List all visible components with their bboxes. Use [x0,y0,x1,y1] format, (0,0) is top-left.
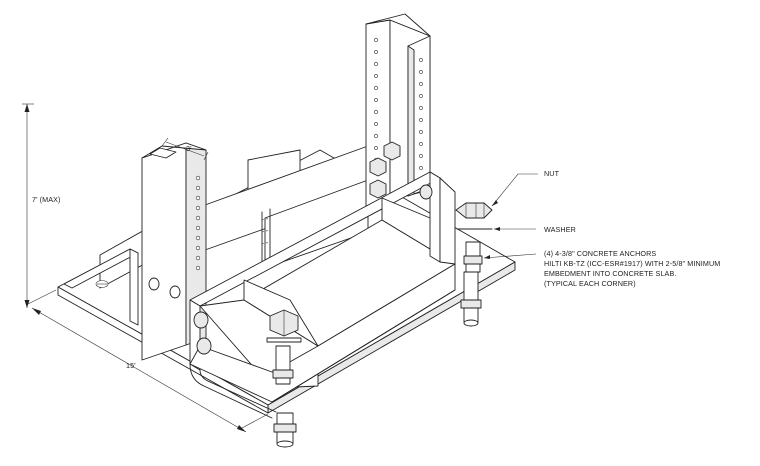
height-label: 7' (MAX) [32,195,61,204]
right-upright [365,13,431,209]
length-dimension: 15' [27,289,269,433]
right-upright-holes-right [419,58,423,170]
anchor-note-line1: (4) 4-3/8" CONCRETE ANCHORS [544,249,656,258]
washer-label: WASHER [544,225,576,234]
anchor-note-line2: HILTI KB-TZ (ICC-ESR#1917) WITH 2-5/8" M… [544,259,720,268]
callout-leaders [483,173,538,259]
interior-anchor [266,309,302,385]
right-upright-holes-left [374,38,378,162]
exploded-anchor [463,241,483,273]
depth-dimension: 3' [161,137,209,161]
height-dimension: 7' (MAX) [22,103,61,308]
left-upright-holes [195,175,201,271]
corner-anchor-front [273,412,297,448]
depth-label: 3' [186,144,192,153]
nut-label: NUT [544,169,560,178]
corner-anchor-right [460,271,482,327]
anchor-note-line3: EMBEDMENT INTO CONCRETE SLAB. [544,269,676,278]
exploded-nut [455,202,493,219]
length-label: 15' [126,361,136,370]
front-tray [189,171,456,419]
anchor-note-line4: (TYPICAL EACH CORNER) [544,279,636,288]
